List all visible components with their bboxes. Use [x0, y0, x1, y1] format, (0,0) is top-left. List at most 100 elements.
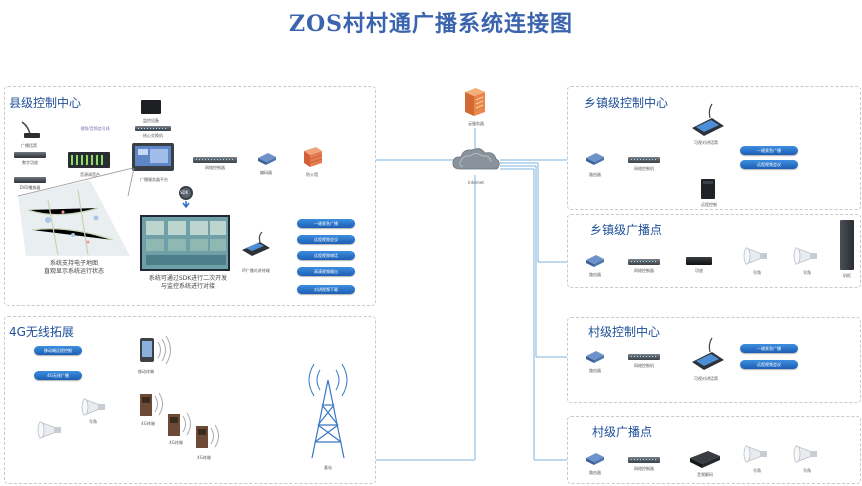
- core-switch: [135, 126, 171, 131]
- village-net-ctrl-label: 网络控制机: [634, 363, 654, 368]
- server-platform-icon: [132, 143, 174, 171]
- ip-terminal-label: IP广播对讲终端: [242, 268, 270, 273]
- horn-speaker-2-icon: [37, 421, 61, 439]
- encoder-label: 编码器: [260, 170, 272, 175]
- wireless-panel: [4, 316, 376, 484]
- town-pc-label: 远程控制: [701, 202, 717, 207]
- town-broadcast-panel: [567, 214, 861, 288]
- town-bc-speaker-2-icon: [793, 247, 817, 265]
- video-caption-1: 系统可通过SDK进行二次开发: [148, 275, 228, 282]
- map-caption-1: 系统支持电子地图: [49, 260, 98, 267]
- village-pill-emergency: 一键紧急广播: [740, 344, 798, 353]
- amp-label: 数字功放: [22, 160, 38, 165]
- diagram-title: ZOS村村通广播系统连接图: [288, 11, 574, 37]
- town-router-icon: [586, 153, 604, 165]
- 4g-terminal-2-icon: [168, 412, 191, 436]
- mixer-console-icon: [68, 152, 110, 168]
- internet-cloud-icon: [452, 148, 500, 170]
- county-pill-video-call: 远程视频喊话: [297, 251, 355, 260]
- town-bc-speaker-1-icon: [743, 247, 767, 265]
- village-bc-decoder-icon: [690, 451, 720, 468]
- village-bc-net-ctrl: [628, 457, 660, 463]
- ip-terminal-icon: [242, 231, 270, 256]
- server-label: 广播服务器平台: [140, 177, 168, 182]
- county-pill-hd-output: 高清视频输出: [297, 267, 355, 276]
- town-bc-net-ctrl: [628, 259, 660, 265]
- town-pill-emergency: 一键紧急广播: [740, 146, 798, 155]
- village-bc-speaker-2-icon: [793, 445, 817, 463]
- 4g-terminal-3-icon: [196, 424, 219, 448]
- town-bc-cabinet-label: 机柜: [843, 273, 851, 278]
- village-bc-decoder-label: 音频解码: [697, 472, 713, 477]
- radio-device-label: 广播话筒: [21, 143, 37, 148]
- village-bc-router-label: 路由器: [589, 470, 601, 475]
- monitor-device: [141, 100, 161, 114]
- town-bc-net-ctrl-label: 网络控制器: [634, 268, 654, 273]
- wireless-panel-title: 4G无线拓展: [9, 325, 74, 339]
- town-bc-router-icon: [586, 255, 604, 267]
- village-router-label: 路由器: [589, 368, 601, 373]
- village-control-panel-title: 村级控制中心: [588, 325, 661, 339]
- wireless-pill-remote: 移动端远程控制: [34, 346, 82, 355]
- town-bc-router-label: 路由器: [589, 272, 601, 277]
- 4g-terminal-2-label: 4G终端: [169, 440, 183, 445]
- county-pill-video-meeting: 远程视频会议: [297, 235, 355, 244]
- signal-line-label: 视频/音频信号线: [80, 126, 110, 131]
- encoder-icon: [258, 153, 276, 165]
- town-router-label: 路由器: [589, 172, 601, 177]
- town-terminal-label: 可视对讲话筒: [694, 140, 718, 145]
- village-video-terminal-icon: [692, 337, 724, 370]
- village-bc-speaker-1-label: 号角: [753, 468, 761, 473]
- town-pill-video-meeting: 远程视频会议: [740, 160, 798, 169]
- amp-device: [14, 152, 46, 158]
- village-broadcast-panel-title: 村级广播点: [592, 425, 653, 439]
- town-net-ctrl-label: 网络控制机: [634, 166, 654, 171]
- town-bc-amp: [686, 257, 712, 265]
- village-net-ctrl: [628, 354, 660, 360]
- village-bc-speaker-1-icon: [743, 445, 767, 463]
- town-bc-cabinet: [840, 220, 854, 270]
- gooseneck-mic-icon: [21, 121, 40, 138]
- firewall-icon: [304, 147, 323, 167]
- town-bc-speaker-1-label: 号角: [753, 270, 761, 275]
- mobile-phone-icon: [140, 335, 171, 365]
- village-pill-video-meeting: 远程视频会议: [740, 360, 798, 369]
- wireless-pill-4g: 4G无线广播: [34, 371, 82, 380]
- base-station-label: 基站: [324, 465, 332, 470]
- town-bc-speaker-2-label: 号角: [803, 270, 811, 275]
- cloud-server-label: 云服务器: [468, 121, 484, 126]
- town-net-ctrl: [628, 157, 660, 163]
- county-pill-emergency: 一键紧急广播: [297, 219, 355, 228]
- county-pill-download: 对讲视频下载: [297, 285, 355, 294]
- electronic-map: [18, 180, 130, 256]
- internet-label: Internet: [468, 180, 484, 185]
- phone-label: 移动终端: [138, 369, 154, 374]
- mixer-label: 音源调音台: [80, 172, 100, 177]
- monitor-label: 监控设备: [143, 118, 159, 123]
- video-wall: [140, 215, 230, 271]
- 4g-terminal-1-label: 4G终端: [141, 421, 155, 426]
- core-switch-label: 核心交换机: [143, 133, 163, 138]
- base-station-tower-icon: [308, 363, 348, 459]
- video-caption-2: 与监控系统进行对接: [160, 283, 215, 290]
- village-broadcast-panel: [567, 416, 861, 484]
- horn-speaker-label: 号角: [89, 419, 97, 424]
- village-bc-router-icon: [586, 453, 604, 465]
- village-terminal-label: 可视对讲话筒: [694, 376, 718, 381]
- horn-speaker-icon: [81, 398, 105, 416]
- village-router-icon: [586, 351, 604, 363]
- village-bc-speaker-2-label: 号角: [803, 468, 811, 473]
- dvd-device: [14, 177, 46, 183]
- map-caption-2: 直观显示系统运行状态: [43, 268, 104, 275]
- map-projection-lines: [17, 167, 135, 197]
- 4g-terminal-1-icon: [140, 392, 163, 416]
- network-controller: [193, 157, 237, 163]
- sdk-icon: [179, 186, 193, 209]
- firewall-label: 防火墙: [306, 172, 318, 177]
- cloud-server-icon: [465, 88, 485, 116]
- town-control-panel-title: 乡镇级控制中心: [584, 96, 669, 110]
- 4g-terminal-3-label: 4G终端: [197, 455, 211, 460]
- town-pc-icon: [701, 179, 715, 199]
- sdk-label: SDK: [180, 190, 189, 195]
- town-video-terminal-icon: [692, 103, 724, 136]
